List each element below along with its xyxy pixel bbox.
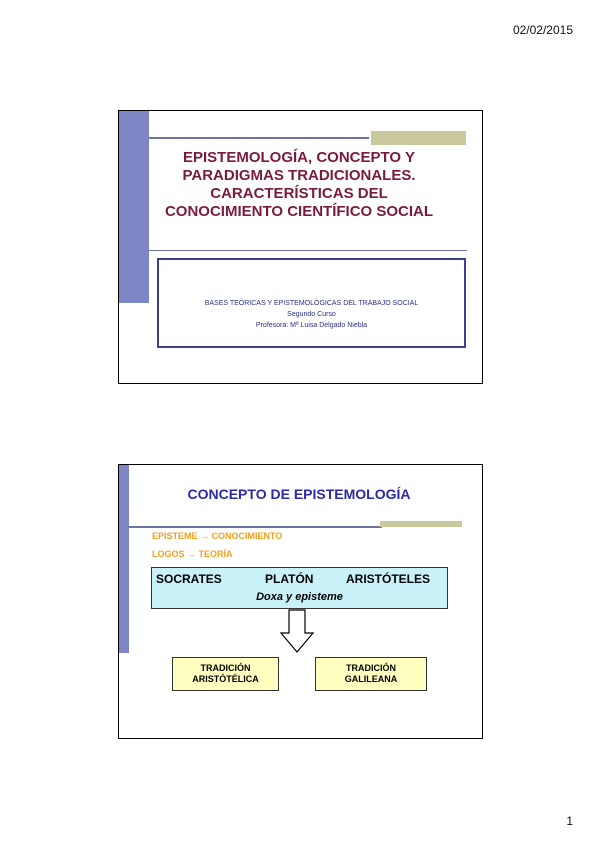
decorative-blue-bar [119, 465, 129, 653]
tradition-line: TRADICIÓN [346, 663, 396, 673]
tradition-line: GALILEANA [344, 674, 398, 684]
subtitle-line: Segundo Curso [287, 311, 336, 318]
title-line: PARADIGMAS TRADICIONALES. [182, 167, 416, 184]
tradition-galileana-box: TRADICIÓN GALILEANA [315, 657, 427, 691]
slide-2: CONCEPTO DE EPISTEMOLOGÍA EPISTEME → CON… [118, 464, 483, 739]
decorative-line [149, 137, 369, 139]
doxa-episteme-label: Doxa y episteme [256, 591, 343, 603]
decorative-divider [149, 250, 467, 251]
subtitle-line: BASES TEÓRICAS Y EPISTEMOLÓGICAS DEL TRA… [204, 300, 419, 307]
episteme-definition: EPISTEME → CONOCIMIENTO [152, 531, 283, 541]
decorative-olive-block [371, 131, 466, 145]
title-line: CONOCIMIENTO CIENTÍFICO SOCIAL [164, 203, 434, 220]
decorative-blue-bar [119, 111, 149, 303]
philosopher-aristoteles: ARISTÓTELES [346, 572, 431, 586]
logos-definition: LOGOS → TEORÍA [152, 549, 233, 559]
tradition-line: ARISTÓTÉLICA [192, 674, 259, 684]
tradition-line: TRADICIÓN [200, 663, 251, 673]
decorative-olive-block [380, 521, 462, 527]
page-number: 1 [566, 814, 573, 828]
philosophers-box: SOCRATES PLATÓN ARISTÓTELES Doxa y epist… [151, 567, 448, 609]
slide-1-subtitle: BASES TEÓRICAS Y EPISTEMOLÓGICAS DEL TRA… [159, 298, 464, 331]
slide-1-title: EPISTEMOLOGÍA, CONCEPTO Y PARADIGMAS TRA… [149, 149, 449, 221]
philosopher-socrates: SOCRATES [156, 572, 222, 586]
subtitle-line: Profesora: Mª Luisa Delgado Niebla [255, 322, 368, 329]
slide-1: EPISTEMOLOGÍA, CONCEPTO Y PARADIGMAS TRA… [118, 110, 483, 384]
down-arrow-icon [280, 609, 314, 653]
title-line: EPISTEMOLOGÍA, CONCEPTO Y [183, 149, 415, 166]
tradition-aristotelica-box: TRADICIÓN ARISTÓTÉLICA [172, 657, 279, 691]
philosopher-platon: PLATÓN [265, 572, 314, 586]
decorative-line [129, 526, 382, 528]
subtitle-box: BASES TEÓRICAS Y EPISTEMOLÓGICAS DEL TRA… [157, 258, 466, 348]
title-line: CARACTERÍSTICAS DEL [210, 185, 388, 202]
document-date: 02/02/2015 [512, 23, 573, 37]
slide-2-title: CONCEPTO DE EPISTEMOLOGÍA [187, 486, 411, 502]
